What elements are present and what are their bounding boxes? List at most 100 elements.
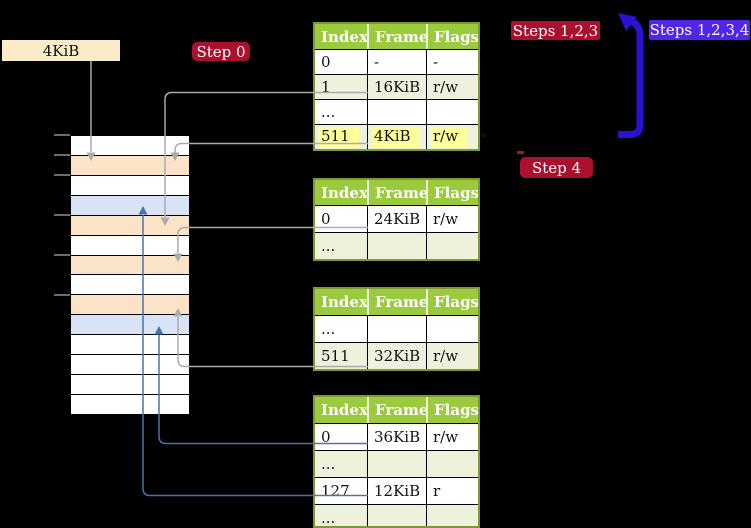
table-cell <box>367 505 426 526</box>
small-black-mark <box>481 133 486 137</box>
table-row: ... <box>315 232 478 259</box>
table-cell <box>426 100 478 124</box>
memory-cell-white <box>71 275 189 296</box>
column-header: Flags <box>426 397 478 423</box>
address-tick <box>54 214 70 216</box>
memory-cell-white <box>71 136 189 156</box>
table-cell <box>367 316 426 342</box>
page-size-label: 4KiB <box>2 40 120 61</box>
table-cell: 4KiB <box>367 125 426 149</box>
column-header: Index <box>321 183 367 202</box>
table-cell: r <box>426 478 478 504</box>
memory-cell-blue <box>71 195 189 216</box>
table-cell: 0 <box>321 210 331 228</box>
memory-cell-white <box>71 375 189 395</box>
highlighted-value: r/w <box>431 127 468 147</box>
table-cell <box>426 451 478 477</box>
memory-cell-white <box>71 394 189 414</box>
table-cell <box>367 451 426 477</box>
table-cell: 32KiB <box>367 343 426 369</box>
memory-cell-peach <box>71 295 189 316</box>
table-cell: 0 <box>321 53 331 71</box>
table-cell: 511 <box>315 125 367 149</box>
table-cell: - <box>367 50 426 74</box>
table-cell <box>367 233 426 259</box>
table-cell: - <box>426 50 478 74</box>
table-cell: 16KiB <box>367 75 426 99</box>
memory-cell-peach <box>71 215 189 236</box>
table-cell: r/w <box>426 75 478 99</box>
column-header: Index <box>321 27 367 46</box>
column-header: Frame <box>367 289 426 315</box>
table-cell: ... <box>321 509 336 527</box>
table-row: 511 4KiB r/w <box>315 124 478 149</box>
table-cell <box>426 316 478 342</box>
small-red-mark <box>517 151 524 154</box>
column-header: Flags <box>426 289 478 315</box>
table-row: ... <box>315 450 478 477</box>
memory-cell-white <box>71 335 189 356</box>
address-tick <box>54 134 70 136</box>
table-cell: 127 <box>321 482 350 500</box>
memory-cell-peach <box>71 255 189 276</box>
column-header: Index <box>321 293 367 311</box>
steps-loop-arrowhead <box>618 13 637 31</box>
memory-cell-blue <box>71 315 189 336</box>
address-tick <box>54 254 70 256</box>
table-cell: r/w <box>426 206 478 232</box>
steps123-badge: Steps 1,2,3 <box>511 21 600 40</box>
table-cell: r/w <box>426 125 478 149</box>
table-cell: 36KiB <box>367 424 426 450</box>
table-cell: r/w <box>426 343 478 369</box>
column-header: Index <box>321 401 367 419</box>
column-header: Frame <box>367 397 426 423</box>
memory-cell-white <box>71 355 189 376</box>
table-cell: ... <box>321 103 336 121</box>
step0-badge: Step 0 <box>192 42 250 61</box>
table-row: ... <box>315 315 478 342</box>
steps1234-badge: Steps 1,2,3,4 <box>649 20 750 40</box>
table-cell <box>426 505 478 526</box>
table-cell: 1 <box>321 78 331 96</box>
table-row: ... <box>315 504 478 527</box>
steps-loop-arrow <box>618 17 644 138</box>
column-header: Frame <box>367 180 426 205</box>
table-row: 0 -- <box>315 49 478 74</box>
address-tick <box>54 294 70 296</box>
step4-badge: Step 4 <box>520 157 593 178</box>
address-tick <box>54 174 70 176</box>
memory-cell-peach <box>71 155 189 176</box>
memory-cell-white <box>71 175 189 196</box>
highlighted-value: 511 <box>319 127 359 147</box>
table-cell: 0 <box>321 428 331 446</box>
column-header: Frame <box>367 24 426 49</box>
table-cell: r/w <box>426 424 478 450</box>
table-cell: 24KiB <box>367 206 426 232</box>
physical-memory-stack <box>70 135 190 415</box>
table-cell: 12KiB <box>367 478 426 504</box>
table-cell: 511 <box>321 347 350 365</box>
column-header: Flags <box>426 180 478 205</box>
memory-cell-white <box>71 235 189 256</box>
highlighted-value: 4KiB <box>372 127 420 147</box>
column-header: Flags <box>426 24 478 49</box>
table-cell: ... <box>321 237 336 255</box>
table-cell <box>426 233 478 259</box>
table-row: ... <box>315 99 478 124</box>
table-cell <box>367 100 426 124</box>
address-tick <box>54 154 70 156</box>
table-cell: ... <box>321 455 336 473</box>
